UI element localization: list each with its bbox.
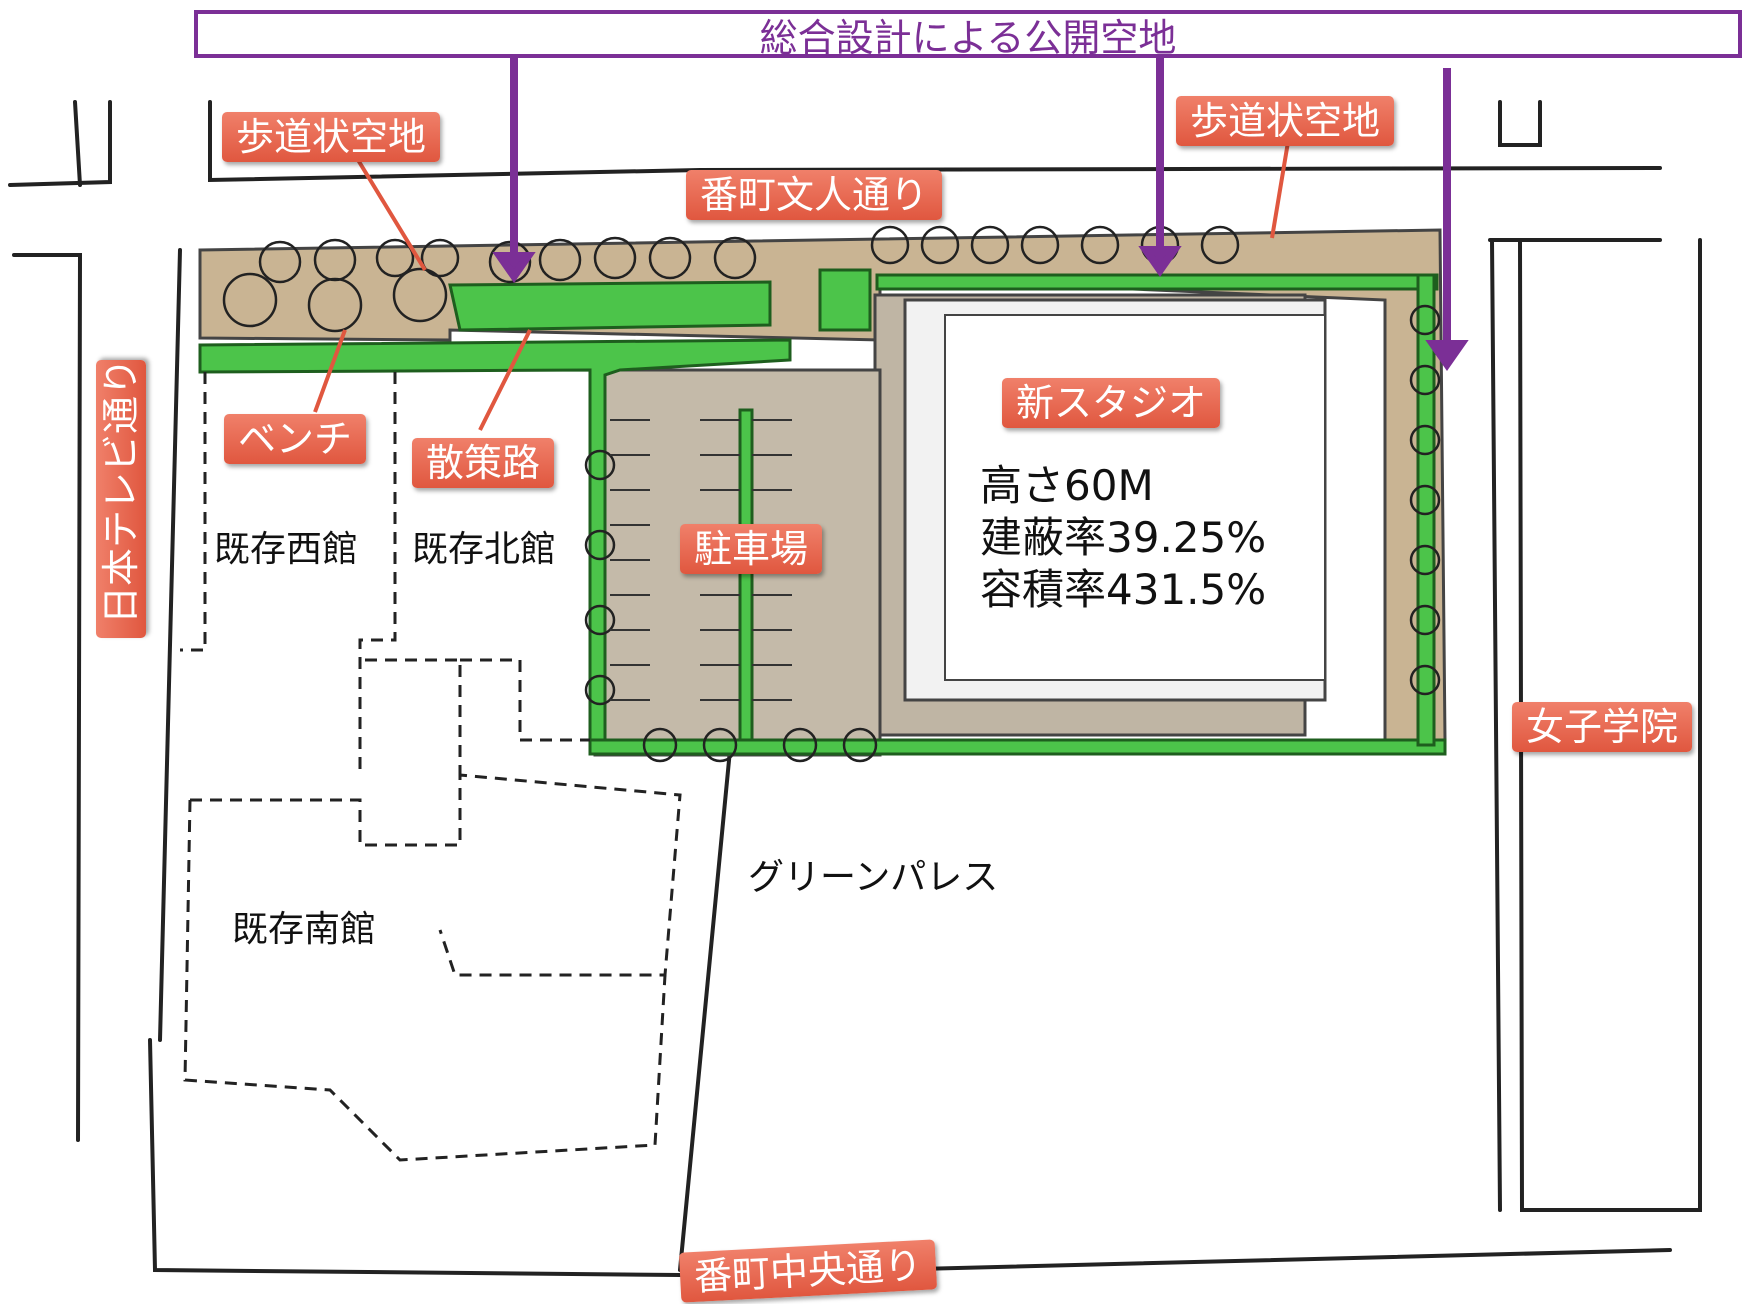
stat-floor-area-ratio: 容積率431.5% — [980, 565, 1267, 614]
callout-nihon-tv-street: 日本テレビ通り — [96, 358, 146, 638]
planting-strips — [198, 268, 1447, 756]
label-north-building: 既存北館 — [412, 529, 557, 570]
trees — [222, 225, 1441, 763]
callout-leaders — [313, 129, 1292, 431]
label-south-building: 既存南館 — [232, 909, 377, 950]
callout-bench: ベンチ — [224, 414, 367, 464]
new-studio-building — [903, 298, 1327, 702]
callout-sidewalk-west: 歩道状空地 — [222, 112, 441, 162]
callout-promenade: 散策路 — [412, 438, 555, 488]
callout-sidewalk-east: 歩道状空地 — [1176, 96, 1395, 146]
callout-bancho-bunjin-street: 番町文人通り — [686, 170, 943, 220]
callout-parking: 駐車場 — [680, 524, 823, 574]
stat-height: 高さ60M — [980, 461, 1154, 510]
label-green-palace: グリーンパレス — [748, 857, 999, 898]
stat-coverage: 建蔽率39.25% — [980, 513, 1267, 562]
label-west-building: 既存西館 — [214, 529, 359, 570]
parking-stalls — [610, 419, 792, 701]
existing-buildings — [180, 372, 682, 1162]
public-open-space-banner: 総合設計による公開空地 — [194, 10, 1742, 60]
callout-new-studio: 新スタジオ — [1002, 378, 1221, 428]
building-stats: 高さ60M 建蔽率39.25% 容積率431.5% — [980, 460, 1266, 616]
public-space-arrows — [492, 58, 1469, 371]
callout-girls-school: 女子学院 — [1512, 702, 1693, 752]
